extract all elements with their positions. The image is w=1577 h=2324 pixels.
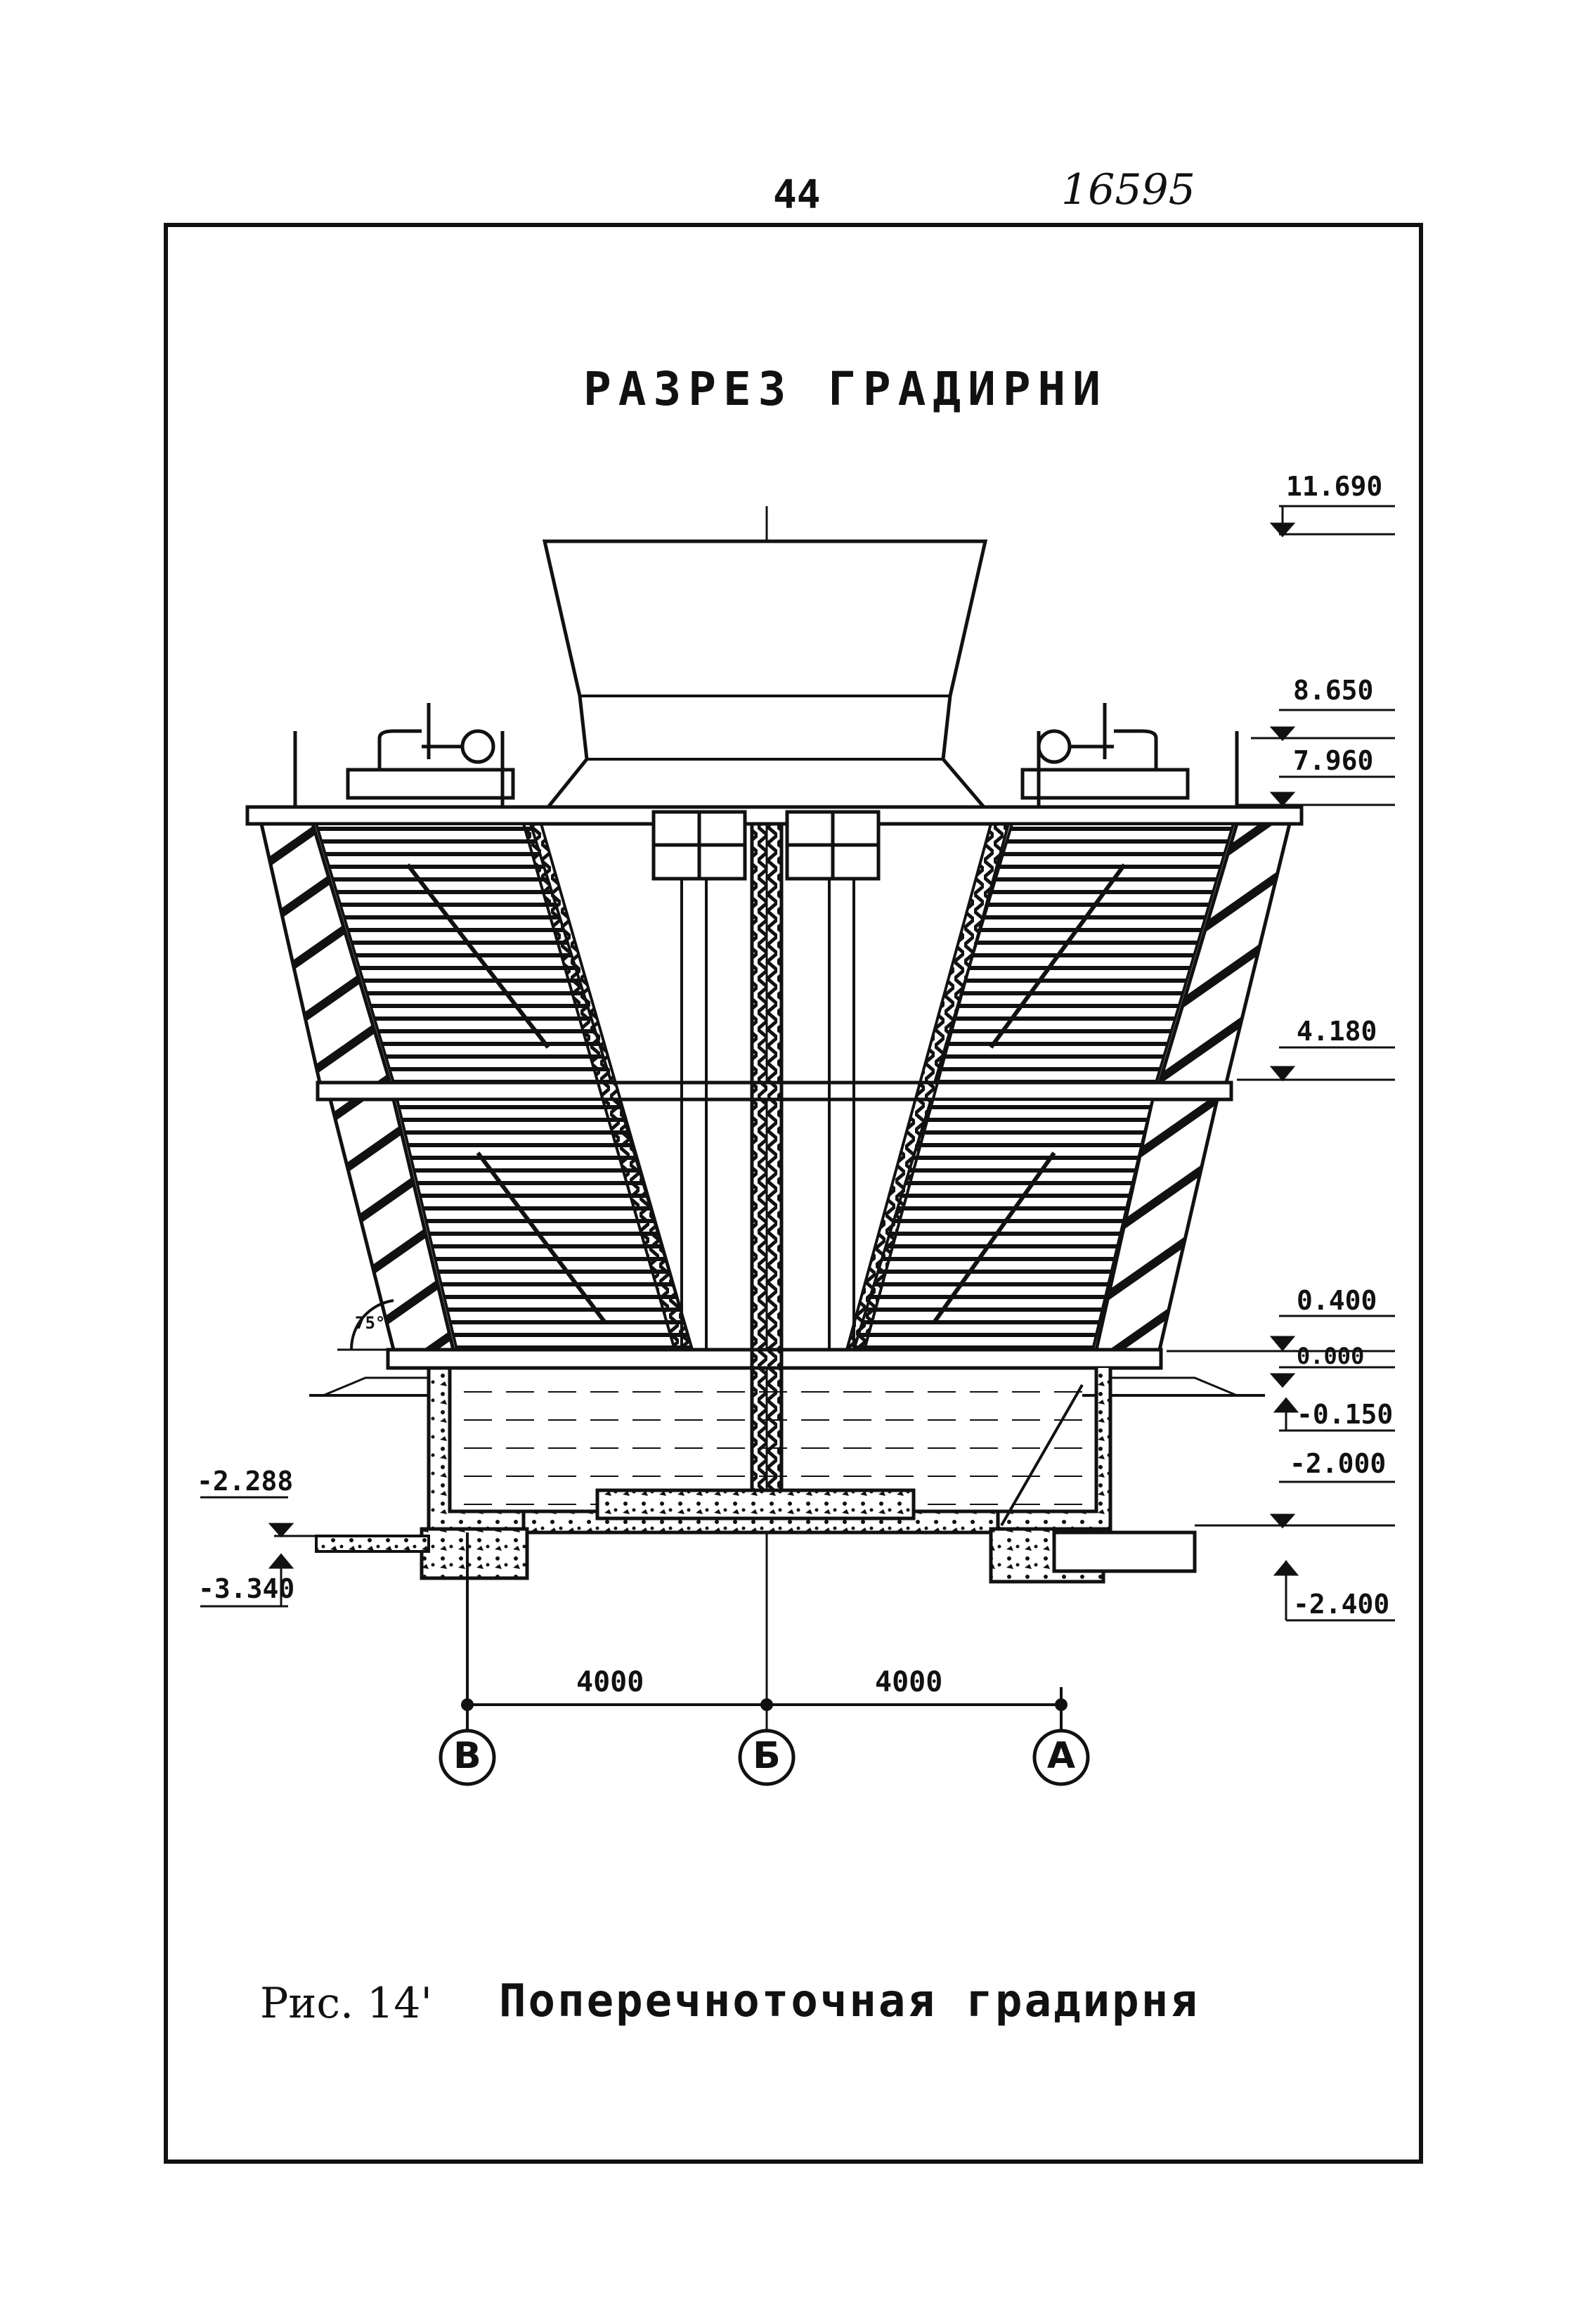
fan-diffuser (542, 539, 988, 809)
level-label: 7.960 (1293, 745, 1374, 776)
level-label: -2.000 (1290, 1448, 1387, 1479)
right-louver-upper (1157, 822, 1292, 1085)
axis-bubble-v (439, 1729, 496, 1786)
level-label: -2.288 (197, 1466, 294, 1497)
right-drift-eliminator (845, 822, 1011, 1351)
level-label: 0.400 (1297, 1285, 1377, 1316)
top-deck (245, 805, 1304, 826)
left-drift-eliminator (521, 822, 694, 1351)
figure-caption: Поперечноточная градирня (499, 1975, 1200, 2027)
level-label: 11.690 (1286, 471, 1383, 502)
right-louver-lower (1093, 1097, 1220, 1352)
axis-label-a: А (1046, 1735, 1076, 1777)
inlet-pipe (315, 1535, 430, 1553)
level-label: 4.180 (1297, 1016, 1377, 1047)
axis-label-v: В (453, 1735, 481, 1777)
level-label: -2.400 (1293, 1589, 1390, 1620)
water-basin (315, 1366, 1197, 1584)
left-louver-lower (327, 1097, 456, 1352)
level-label: 8.650 (1293, 675, 1374, 706)
page-number: 44 (773, 172, 821, 218)
sheet-frame (164, 223, 1423, 2164)
level-markers (200, 505, 1395, 1622)
right-distribution-pipe (1020, 703, 1239, 807)
level-label: -0.150 (1297, 1399, 1394, 1430)
dimension-label: 4000 (576, 1666, 644, 1698)
drawing-title: РАЗРЕЗ ГРАДИРНИ (583, 362, 1108, 416)
central-header-boxes (651, 810, 881, 881)
level-label: -3.340 (198, 1573, 295, 1604)
figure-number: Рис. 14' (260, 1979, 432, 2028)
axis-dimension-line (461, 1532, 1067, 1736)
angle-label: 75° (355, 1313, 386, 1333)
axis-label-b: Б (753, 1735, 781, 1777)
axis-bubble-a (1032, 1729, 1090, 1786)
outlet-pipe (1052, 1530, 1197, 1573)
left-distribution-pipe (293, 703, 515, 807)
axis-bubble-b (738, 1729, 796, 1786)
level-label: 0.000 (1297, 1343, 1365, 1369)
document-number: 16595 (1061, 165, 1195, 214)
dimension-label: 4000 (875, 1666, 943, 1698)
left-louver-upper (259, 822, 393, 1085)
angle-arc (349, 1299, 394, 1350)
